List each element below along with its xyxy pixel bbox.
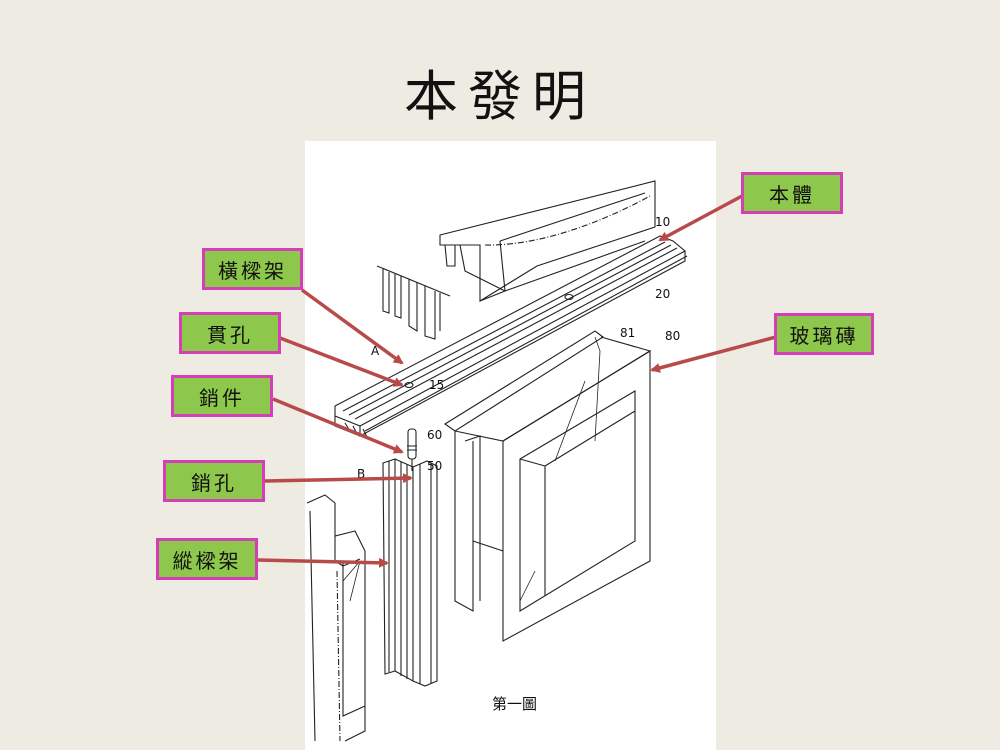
callout-pin: 銷件 <box>171 375 273 417</box>
arrow-through-hole <box>279 336 404 387</box>
callout-pin-hole: 銷孔 <box>163 460 265 502</box>
callout-cross-beam: 橫樑架 <box>202 248 303 290</box>
ref-numeral-80: 80 <box>665 329 681 343</box>
ref-numeral-81: 81 <box>620 326 636 340</box>
arrow-pin <box>272 397 404 454</box>
arrow-vertical-beam <box>257 557 389 568</box>
vertical-beam-drawing <box>382 458 438 687</box>
arrow-body <box>658 194 743 242</box>
callout-vertical-beam: 縱樑架 <box>156 538 258 580</box>
callout-body: 本體 <box>741 172 843 214</box>
exploded-view-drawing <box>306 180 688 742</box>
body-block-drawing <box>439 180 656 302</box>
ref-marker-a: A <box>371 344 380 358</box>
arrow-cross-beam <box>300 288 404 365</box>
glass-brick-drawing <box>444 330 652 642</box>
ref-numeral-60: 60 <box>427 428 443 442</box>
ref-numeral-20: 20 <box>655 287 671 301</box>
patent-drawing: 10 20 A 15 60 50 B 81 80 <box>305 141 716 750</box>
callout-glass-brick: 玻璃磚 <box>774 313 874 355</box>
arrow-pin-hole <box>264 473 413 484</box>
arrow-glass-brick <box>650 335 777 373</box>
figure-caption: 第一圖 <box>492 695 538 713</box>
ref-numeral-50: 50 <box>427 459 443 473</box>
cross-beam-drawing <box>334 235 688 438</box>
slide-title: 本發明 <box>404 65 596 128</box>
profile-stub-drawing <box>376 265 451 340</box>
callout-through-hole: 貫孔 <box>179 312 281 354</box>
pin-drawing <box>407 428 417 471</box>
ref-marker-b: B <box>357 467 366 481</box>
ref-numeral-15: 15 <box>429 378 445 392</box>
ref-numeral-10: 10 <box>655 215 671 229</box>
